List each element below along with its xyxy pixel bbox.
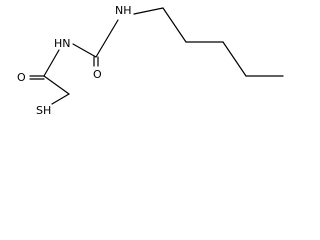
- atom-o-urea: O: [93, 68, 102, 81]
- bond-s-ch2: [51, 93, 70, 105]
- bond-nh-urea: [72, 43, 97, 58]
- bond-nh-c1: [133, 7, 164, 15]
- atom-nh-top: NH: [115, 4, 132, 17]
- bond-c1-c2: [162, 7, 187, 43]
- bonds: [29, 7, 284, 105]
- bond-carbonyl1-nh: [43, 49, 60, 77]
- atom-sh: SH: [36, 104, 51, 117]
- structure-canvas: NH HN O O SH: [0, 0, 291, 120]
- molecule-diagram: NH HN O O SH: [17, 4, 284, 117]
- atom-labels: NH HN O O SH: [17, 4, 132, 117]
- atom-o-left: O: [17, 71, 26, 84]
- bond-c3-c4: [222, 41, 247, 77]
- bond-urea-nh-top: [95, 19, 119, 58]
- atom-nh-mid: HN: [54, 37, 71, 50]
- bond-ch2-carbonyl1: [43, 75, 70, 95]
